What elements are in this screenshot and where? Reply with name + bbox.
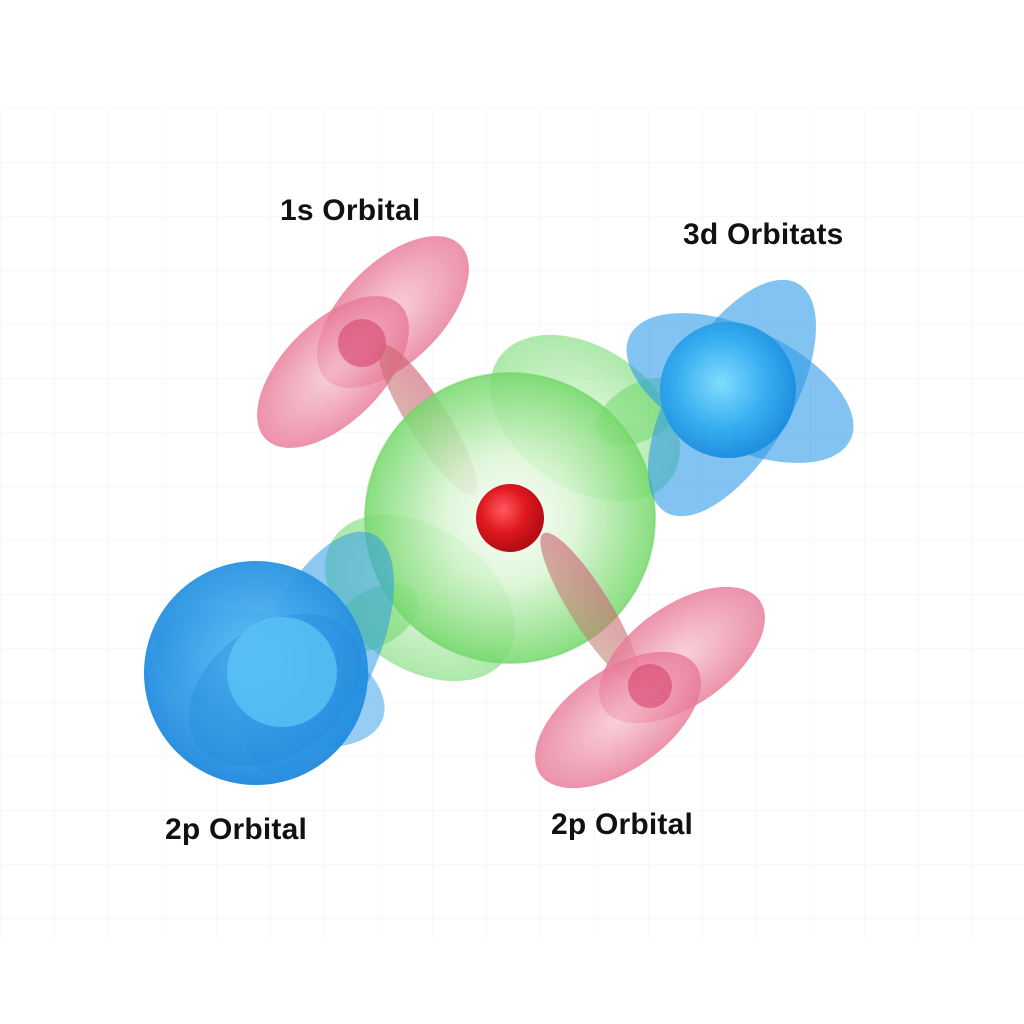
pink-node-2 bbox=[628, 664, 672, 708]
orbital-3d-top-right bbox=[626, 279, 854, 517]
label-2p-orbital-right: 2p Orbital bbox=[551, 808, 694, 841]
pink-tongue-lower bbox=[540, 532, 640, 684]
nucleus bbox=[476, 484, 544, 552]
label-1s-orbital: 1s Orbital bbox=[280, 194, 421, 227]
pink-node bbox=[338, 319, 386, 367]
blue-core-2 bbox=[227, 617, 337, 727]
label-2p-orbital-left: 2p Orbital bbox=[165, 813, 308, 846]
label-3d-orbitals: 3d Orbitats bbox=[683, 218, 844, 251]
blue-core bbox=[660, 322, 796, 458]
orbital-2p-bottom-right bbox=[535, 532, 765, 789]
orbital-2p-bottom-left bbox=[144, 531, 395, 785]
